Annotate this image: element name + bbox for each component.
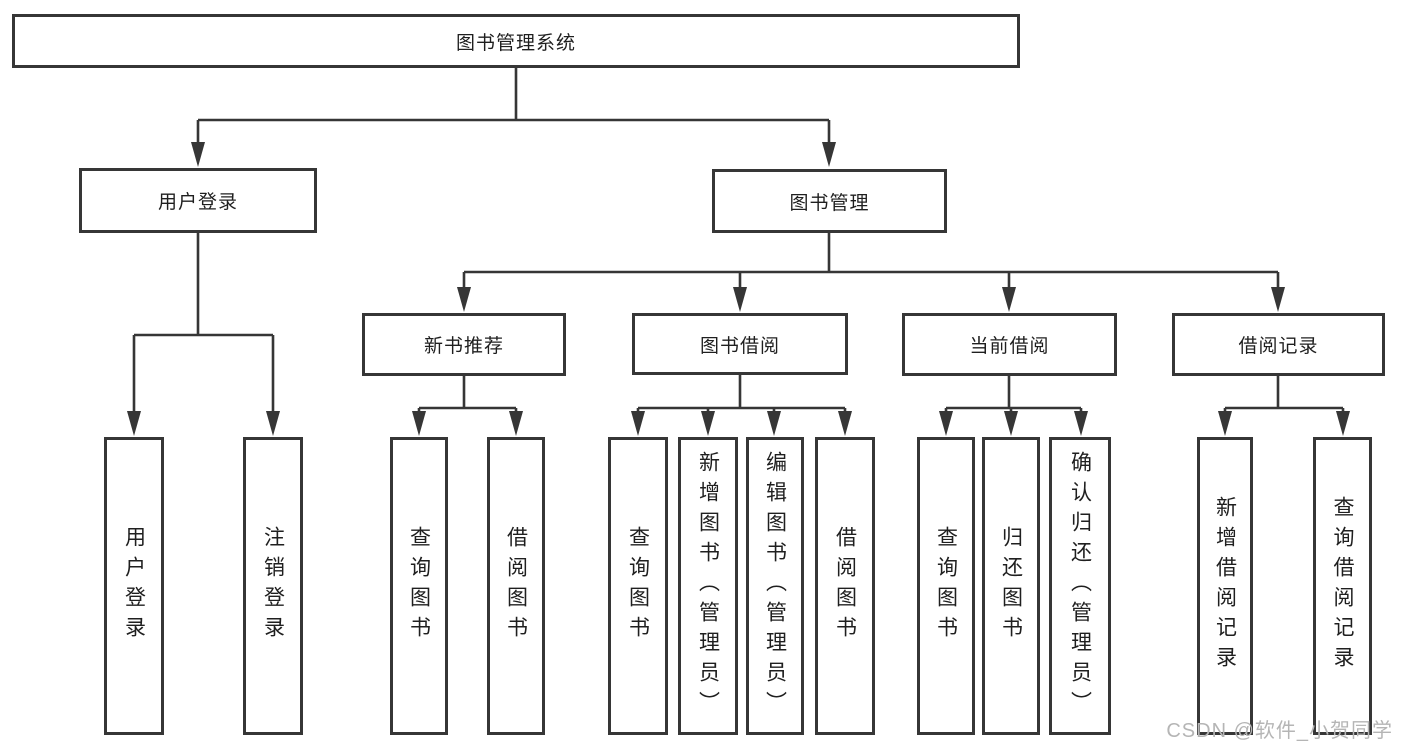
arrow-down-icon: [733, 287, 747, 312]
leaf-add-books-admin: 新增图书（管理员）: [678, 437, 738, 735]
node-borrow-records: 借阅记录: [1172, 313, 1385, 376]
leaf-confirm-return-admin: 确认归还（管理员）: [1049, 437, 1111, 735]
leaf-query-books-borrow: 查询图书: [608, 437, 668, 735]
arrow-down-icon: [939, 411, 953, 436]
arrow-down-icon: [127, 411, 141, 436]
node-book-management: 图书管理: [712, 169, 947, 233]
leaf-borrow-books-recommend: 借阅图书: [487, 437, 545, 735]
arrow-down-icon: [457, 287, 471, 312]
node-root-system: 图书管理系统: [12, 14, 1020, 68]
arrow-down-icon: [1218, 411, 1232, 436]
leaf-edit-books-admin: 编辑图书（管理员）: [746, 437, 804, 735]
leaf-query-books-recommend: 查询图书: [390, 437, 448, 735]
arrow-down-icon: [191, 142, 205, 167]
arrow-down-icon: [1004, 411, 1018, 436]
node-book-borrow: 图书借阅: [632, 313, 848, 375]
leaf-query-borrow-record: 查询借阅记录: [1313, 437, 1372, 735]
leaf-add-borrow-record: 新增借阅记录: [1197, 437, 1253, 735]
arrow-down-icon: [767, 411, 781, 436]
leaf-query-books-current: 查询图书: [917, 437, 975, 735]
arrow-down-icon: [1271, 287, 1285, 312]
arrow-down-icon: [838, 411, 852, 436]
arrow-down-icon: [1002, 287, 1016, 312]
csdn-watermark: CSDN @软件_小贺同学: [1166, 720, 1393, 742]
connector-paths: [132, 68, 1345, 412]
arrow-down-icon: [1336, 411, 1350, 436]
arrow-down-icon: [701, 411, 715, 436]
arrow-down-icon: [266, 411, 280, 436]
node-current-borrow: 当前借阅: [902, 313, 1117, 376]
arrow-down-icon: [412, 411, 426, 436]
leaf-return-books: 归还图书: [982, 437, 1040, 735]
arrowheads: [127, 142, 1350, 436]
arrow-down-icon: [631, 411, 645, 436]
node-new-book-recommend: 新书推荐: [362, 313, 566, 376]
leaf-user-login: 用户登录: [104, 437, 164, 735]
arrow-down-icon: [509, 411, 523, 436]
leaf-borrow-books: 借阅图书: [815, 437, 875, 735]
arrow-down-icon: [1074, 411, 1088, 436]
node-user-login: 用户登录: [79, 168, 317, 233]
leaf-logout: 注销登录: [243, 437, 303, 735]
arrow-down-icon: [822, 142, 836, 167]
